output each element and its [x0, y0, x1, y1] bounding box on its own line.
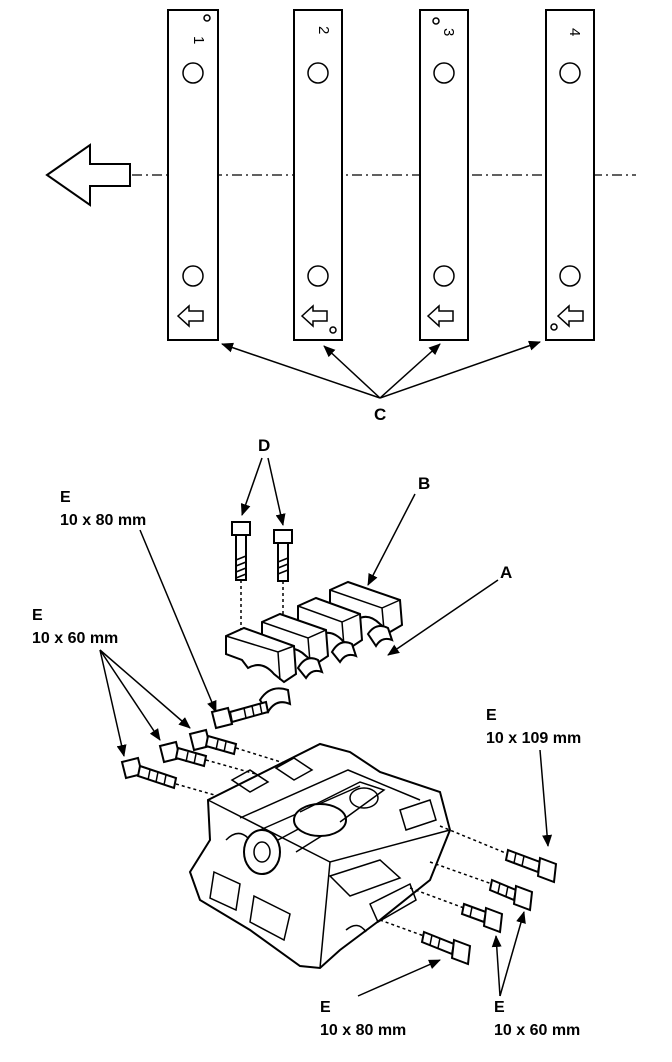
svg-text:10 x 80 mm: 10 x 80 mm — [60, 512, 146, 529]
label-e-10x60-left: E 10 x 60 mm — [32, 607, 118, 647]
bearing-cap-2: 2 — [293, 9, 343, 341]
label-e-10x60-bottom: E 10 x 60 mm — [494, 999, 580, 1039]
svg-text:10 x 60 mm: 10 x 60 mm — [494, 1022, 580, 1039]
svg-text:E: E — [494, 999, 505, 1016]
bearing-cap-4: 4 — [545, 9, 595, 341]
label-e-10x80-bottom: E 10 x 80 mm — [320, 999, 406, 1039]
cap-number-4: 4 — [566, 28, 583, 36]
side-bolt-upper-left — [210, 700, 270, 730]
svg-text:E: E — [486, 707, 497, 724]
direction-arrow-icon — [45, 143, 131, 207]
svg-text:10 x 80 mm: 10 x 80 mm — [320, 1022, 406, 1039]
cap-bolt-d-right — [273, 529, 293, 650]
bearing-cap-3: 3 — [419, 9, 469, 341]
side-bolt-right-60-a — [429, 861, 534, 912]
side-bolt-left-3 — [120, 756, 233, 801]
svg-text:E: E — [32, 607, 43, 624]
label-e-10x80-top: E 10 x 80 mm — [60, 489, 146, 529]
side-bolt-right-109 — [439, 825, 558, 884]
callout-a: A — [500, 563, 512, 582]
svg-text:10 x 60 mm: 10 x 60 mm — [32, 630, 118, 647]
bearing-cap-1: 1 — [167, 9, 219, 341]
exploded-bearing-caps — [225, 580, 404, 714]
cap-number-1: 1 — [190, 36, 207, 44]
side-bolt-bottom-80 — [379, 919, 472, 966]
callout-c: C — [374, 405, 386, 424]
side-bolt-right-60-b — [409, 887, 504, 934]
side-bolt-left-1 — [188, 728, 301, 769]
svg-text:E: E — [320, 999, 331, 1016]
cap-number-2: 2 — [315, 26, 332, 34]
svg-text:E: E — [60, 489, 71, 506]
callout-c-leaders — [221, 340, 541, 399]
cap-bolt-d-left — [231, 521, 251, 640]
callout-b: B — [418, 474, 430, 493]
callout-d: D — [258, 436, 270, 455]
cap-number-3: 3 — [440, 28, 457, 36]
engine-block — [188, 742, 452, 970]
svg-text:10 x 109 mm: 10 x 109 mm — [486, 730, 581, 747]
label-e-10x109: E 10 x 109 mm — [486, 707, 581, 747]
